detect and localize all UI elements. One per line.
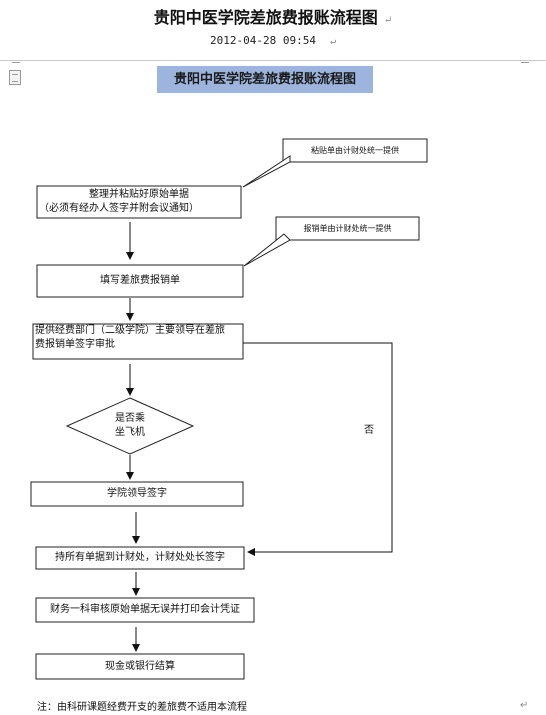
callout-pointer-2	[243, 233, 291, 267]
step4-box	[30, 481, 244, 507]
margin-corner-mark	[12, 62, 20, 63]
step1-text: 整理并粘贴好原始单据 （必须有经办人签字并附会议通知）	[39, 189, 199, 214]
step4-text: 学院领导签字	[107, 488, 167, 499]
callout-box-2	[275, 216, 420, 241]
decision-diamond	[65, 397, 195, 455]
step6-text: 财务一科审核原始单据无误并打印会计凭证	[50, 604, 240, 615]
step7-box	[35, 653, 245, 680]
page-title: 贵阳中医学院差旅费报账流程图↵	[153, 8, 393, 27]
margin-corner-mark	[521, 62, 529, 63]
footnote: 注：由科研课题经费开支的差旅费不适用本流程	[37, 702, 247, 713]
step5-text: 持所有单据到计财处，计财处处长签字	[55, 552, 225, 563]
callout-pointer-1	[242, 155, 291, 188]
callout-text-2: 报销单由计财处统一提供	[303, 223, 392, 233]
timestamp: 2012-04-28 09:54↵	[210, 34, 336, 47]
header-divider	[0, 60, 546, 61]
paragraph-mark-icon: ↵	[520, 700, 529, 711]
step1-box	[36, 185, 242, 219]
step5-box	[35, 546, 245, 570]
flowchart-heading: 贵阳中医学院差旅费报账流程图	[157, 66, 373, 93]
step3-text: 提供经费部门（二级学院）主要领导在差旅 费报销单签字审批	[35, 325, 225, 350]
step2-box	[36, 264, 244, 298]
step6-box	[35, 597, 255, 623]
document-icon	[9, 70, 21, 85]
no-label: 否	[364, 425, 374, 436]
callout-text-1: 粘贴单由计财处统一提供	[311, 145, 399, 155]
step3-box	[32, 323, 244, 360]
decision-text: 是否乘 坐飞机	[115, 413, 145, 438]
callout-box-1	[282, 138, 428, 163]
no-branch-connector	[243, 342, 393, 556]
paragraph-mark-icon: ↵	[383, 15, 393, 26]
step2-text: 填写差旅费报销单	[100, 275, 180, 286]
step7-text: 现金或银行结算	[105, 660, 175, 672]
paragraph-mark-icon: ↵	[329, 36, 336, 47]
